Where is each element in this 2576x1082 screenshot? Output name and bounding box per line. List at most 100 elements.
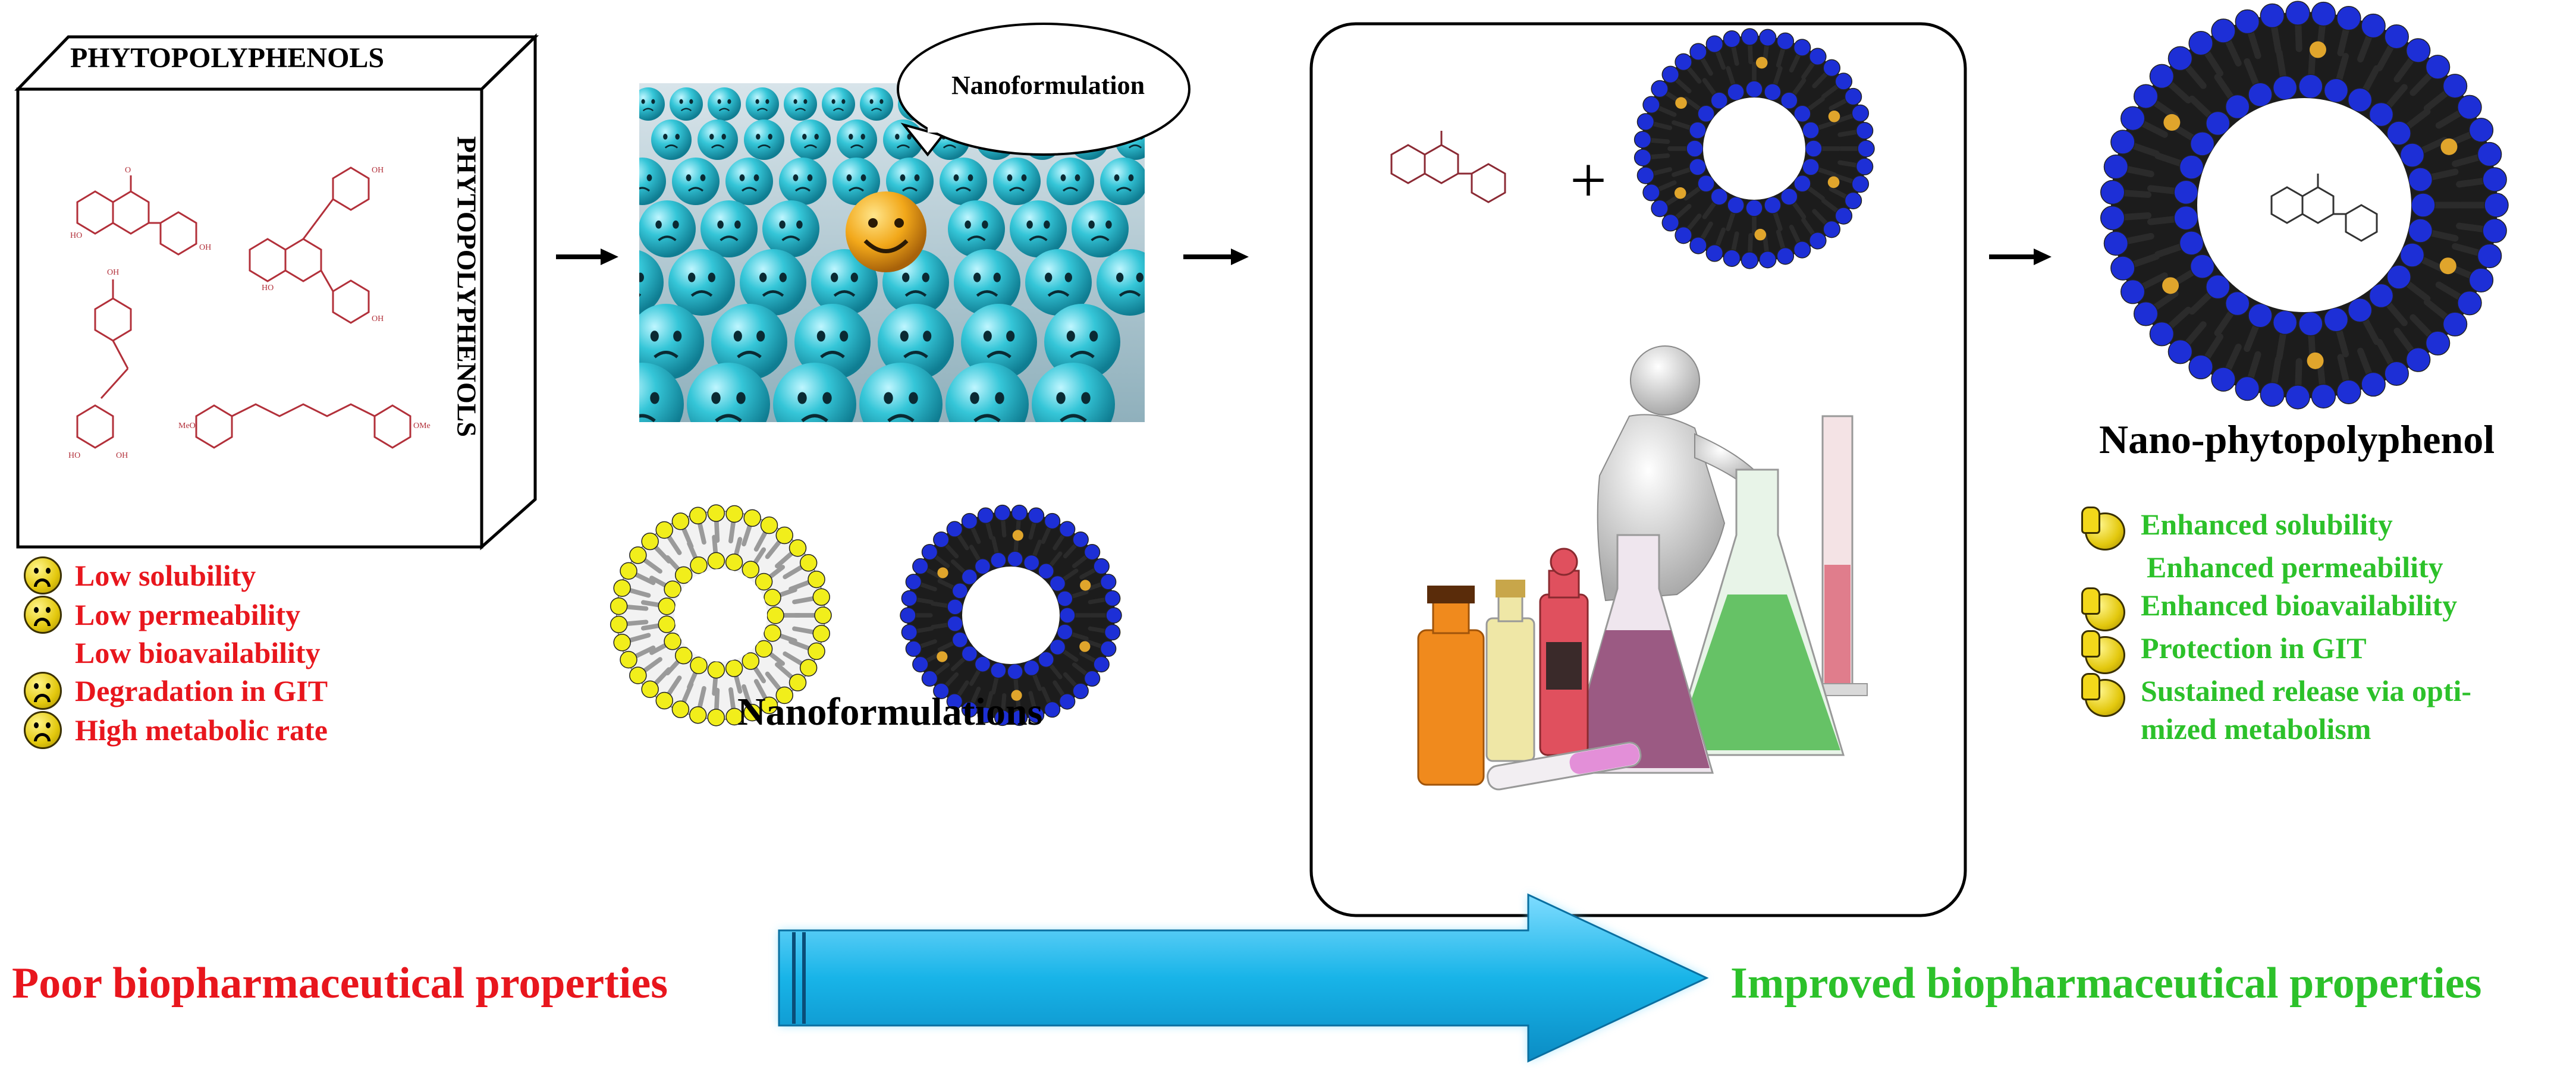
thumbs-up-icon [2081, 630, 2128, 674]
cyan-ball [1044, 304, 1120, 380]
improved-property-item: Enhanced permeability [2147, 551, 2443, 584]
cyan-ball [833, 158, 880, 205]
cyan-ball [822, 87, 855, 121]
cyan-ball [878, 304, 954, 380]
svg-text:O: O [125, 166, 131, 175]
nanoformulations-label: Nanoformulations [737, 690, 1043, 734]
cyan-ball [725, 158, 773, 205]
cyan-ball [1072, 200, 1129, 257]
cyan-ball [1010, 200, 1067, 257]
cyan-ball [1097, 249, 1145, 316]
lab-scene [1417, 345, 1868, 791]
svg-text:OH: OH [372, 314, 384, 323]
plus-sign: + [1570, 144, 1607, 216]
cyan-ball [837, 119, 877, 160]
svg-text:OH: OH [372, 166, 384, 175]
cyan-ball [811, 249, 878, 316]
sad-face-icon [24, 672, 62, 710]
poor-property-item: Low bioavailability [75, 636, 321, 669]
cyan-ball [784, 87, 817, 121]
box-side-label: PHYTOPOLYPHENOLS [451, 136, 482, 438]
svg-text:HO: HO [70, 231, 82, 240]
cyan-ball [711, 304, 787, 380]
cyan-ball [700, 200, 758, 257]
box-front-label: PHYTOPOLYPHENOLS [70, 42, 385, 74]
cyan-ball [945, 363, 1029, 422]
cyan-ball [670, 87, 703, 121]
panel-liposome [1633, 28, 1875, 269]
nano-phytopolyphenol-vesicle [2100, 1, 2509, 410]
transition-arrow [778, 893, 1709, 1063]
cyan-ball [1032, 363, 1115, 422]
cyan-ball [744, 119, 784, 160]
cyan-ball [639, 250, 664, 314]
cyan-ball [794, 304, 871, 380]
poor-property-item: High metabolic rate [75, 713, 328, 747]
cyan-ball [954, 249, 1020, 316]
poor-properties-caption: Poor biopharmaceutical properties [12, 959, 668, 1008]
svg-text:OH: OH [199, 243, 211, 252]
liposome-yellow [610, 504, 832, 726]
cyan-ball [859, 363, 943, 422]
cyan-ball [948, 200, 1005, 257]
cyan-ball [639, 363, 684, 422]
cyan-ball [773, 363, 856, 422]
improved-properties-caption: Improved biopharmaceutical properties [1730, 959, 2482, 1008]
thumbs-up-icon [2081, 507, 2128, 551]
cyan-ball [639, 158, 666, 205]
cyan-ball [687, 363, 770, 422]
sad-face-icon [24, 711, 62, 749]
improved-property-item: Sustained release via opti- mized metabo… [2141, 674, 2472, 746]
svg-text:HO: HO [68, 451, 80, 460]
svg-text:OH: OH [107, 268, 119, 277]
svg-text:OMe: OMe [413, 422, 431, 430]
improved-property-item: Protection in GIT [2141, 631, 2367, 665]
thumbs-up-icon [2081, 587, 2128, 631]
speech-bubble-text: Nanoformulation [951, 71, 1145, 100]
cyan-ball [639, 304, 704, 380]
cyan-ball [639, 200, 696, 257]
vesicle-core-molecule [2270, 174, 2378, 242]
improved-property-item: Enhanced solubility [2141, 508, 2393, 541]
poor-property-item: Low solubility [75, 559, 256, 592]
cyan-ball [651, 119, 692, 160]
sad-face-icon [24, 596, 62, 634]
cyan-ball [940, 158, 987, 205]
cyan-ball [639, 87, 665, 121]
step-arrows [556, 249, 2052, 265]
cyan-ball [886, 158, 934, 205]
sad-face-icon [24, 556, 62, 595]
cyan-ball [668, 249, 735, 316]
cyan-balls [639, 87, 1145, 422]
liposome-dark [900, 504, 1122, 726]
svg-text:MeO: MeO [178, 422, 196, 430]
improved-properties-list: Enhanced solubility Enhanced permeabilit… [2081, 505, 2471, 748]
cyan-ball [961, 304, 1037, 380]
cyan-ball [762, 200, 819, 257]
cyan-ball [740, 249, 806, 316]
improved-property-item: Enhanced bioavailability [2141, 589, 2458, 622]
cyan-ball [993, 158, 1041, 205]
molecule-structures [76, 166, 411, 449]
cyan-ball [1100, 158, 1145, 205]
cyan-ball [672, 158, 720, 205]
cyan-ball [1047, 158, 1094, 205]
cyan-ball [746, 87, 779, 121]
poor-property-item: Low permeability [75, 598, 301, 631]
poor-properties-list: Low solubility Low permeability Low bioa… [24, 556, 328, 750]
svg-text:OH: OH [116, 451, 128, 460]
product-label: Nano-phytopolyphenol [2099, 417, 2495, 462]
cyan-ball [790, 119, 831, 160]
svg-text:HO: HO [262, 284, 274, 292]
thumbs-up-icon [2081, 673, 2128, 717]
cyan-ball [698, 119, 738, 160]
cyan-ball [708, 87, 741, 121]
poor-property-item: Degradation in GIT [75, 674, 328, 707]
cyan-ball [860, 87, 893, 121]
panel-molecule [1390, 131, 1506, 203]
speech-bubble [897, 23, 1190, 157]
cyan-ball [1025, 249, 1092, 316]
cyan-ball [779, 158, 827, 205]
molecule-atom-labels: O HO OH HO OH OH OH HO OH MeO OMe [68, 166, 431, 460]
